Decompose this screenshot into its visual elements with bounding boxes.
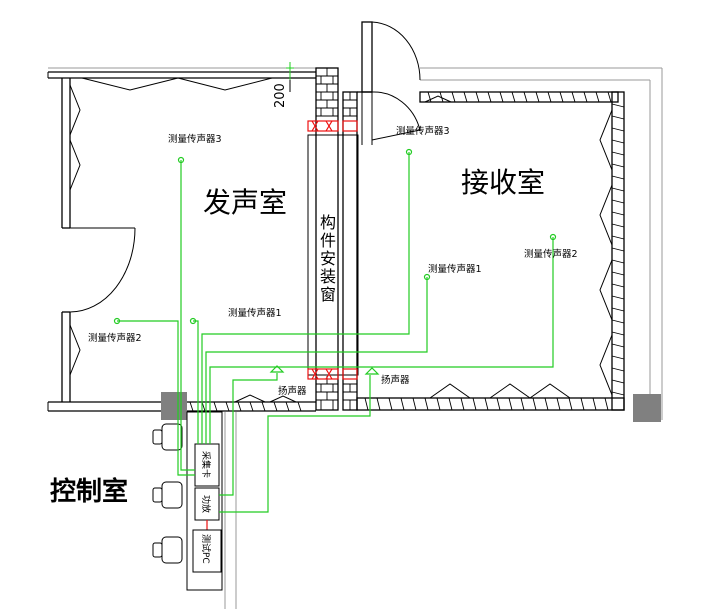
equipment-amplifier: 功放 xyxy=(194,487,220,521)
receive-mic-1-marker xyxy=(423,273,431,281)
outer-boundary xyxy=(48,67,663,609)
signal-wiring xyxy=(117,152,554,513)
receive-room-walls xyxy=(356,91,625,411)
dimension-marker: 200 xyxy=(273,62,294,108)
source-mic-1-marker xyxy=(189,317,197,325)
receive-mic-3-marker xyxy=(405,148,413,156)
equipment-test-pc: 测试PC xyxy=(192,529,222,573)
dimension-label: 200 xyxy=(273,83,288,108)
source-mic-1-label: 测量传声器1 xyxy=(228,307,282,319)
source-room-label: 发声室 xyxy=(203,186,287,219)
partition-wall xyxy=(307,67,359,411)
equipment-acquisition-card: 采集卡 xyxy=(194,443,220,487)
amplifier-label: 功放 xyxy=(200,495,212,513)
acquisition-card-label: 采集卡 xyxy=(200,451,212,478)
specimen-window-char-4: 装 xyxy=(320,267,336,286)
speaker-symbols xyxy=(269,365,380,375)
specimen-frame-markers xyxy=(307,120,358,380)
source-speaker-label: 扬声器 xyxy=(278,385,307,397)
test-pc-label: 测试PC xyxy=(200,534,212,564)
control-room xyxy=(152,411,223,591)
receive-mic-2-marker xyxy=(549,233,557,241)
specimen-window-char-1: 构 xyxy=(320,213,336,232)
sensor-markers xyxy=(113,148,557,325)
specimen-window-label: 构 件 安 装 窗 xyxy=(320,213,336,304)
receive-mic-3-label: 测量传声器3 xyxy=(396,125,450,137)
receive-mic-1-label: 测量传声器1 xyxy=(428,263,482,275)
specimen-window-char-2: 件 xyxy=(320,231,336,250)
receive-mic-2-label: 测量传声器2 xyxy=(524,248,578,260)
chair-1 xyxy=(152,423,183,451)
column-left xyxy=(161,392,187,420)
receive-room-label: 接收室 xyxy=(461,166,545,199)
specimen-window-char-3: 安 xyxy=(320,249,336,268)
source-mic-2-marker xyxy=(113,317,121,325)
receive-room-door xyxy=(361,21,421,145)
chair-2 xyxy=(152,481,183,509)
source-speaker-marker xyxy=(269,365,285,373)
chair-3 xyxy=(152,536,183,564)
source-mic-3-label: 测量传声器3 xyxy=(168,133,222,145)
source-mic-3-marker xyxy=(177,156,185,164)
source-room-walls xyxy=(47,71,316,412)
receive-speaker-marker xyxy=(364,367,380,375)
source-mic-2-label: 测量传声器2 xyxy=(88,332,142,344)
column-right xyxy=(633,394,661,422)
specimen-window-char-5: 窗 xyxy=(320,285,336,304)
control-room-label: 控制室 xyxy=(50,476,128,507)
receive-speaker-label: 扬声器 xyxy=(381,374,410,386)
